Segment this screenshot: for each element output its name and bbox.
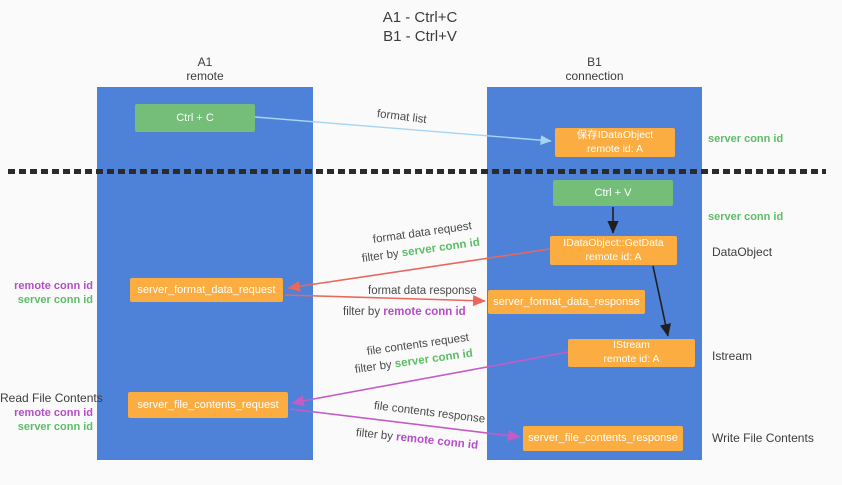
save-dataobject-line2: remote id: A [586,142,644,155]
label-filter-by-remote-1: filter by remote conn id [343,306,466,318]
title-line-1: A1 - Ctrl+C [382,9,458,26]
server-format-data-request-box: server_format_data_request [130,278,283,302]
server-file-contents-response-box: server_file_contents_response [523,426,683,451]
remote-conn-id-text: remote conn id [395,431,479,452]
dataobject-label: DataObject [712,245,773,259]
filter-by-text: filter by [355,427,394,443]
istream-line1: IStream [613,339,650,352]
filter-by-text: filter by [361,247,400,265]
getdata-line2: remote id: A [585,250,642,263]
server-file-contents-request-box: server_file_contents_request [128,392,288,418]
save-dataobject-line1: 保存IDataObject [576,128,654,141]
server-conn-id-left-2: server conn id [17,421,93,433]
column-b1-subtitle: connection [565,69,624,83]
save-dataobject-box: 保存IDataObject remote id: A [555,128,675,157]
remote-conn-id-text: remote conn id [383,306,466,318]
server-conn-id-right-1: server conn id [708,133,784,145]
istream-box: IStream remote id: A [568,339,695,367]
getdata-box: IDataObject::GetData remote id: A [550,236,677,265]
left-conn-id-labels-bottom: Read File Contents remote conn id server… [0,390,103,434]
filter-by-text: filter by [354,358,393,376]
column-header-a1: A1 remote [97,55,313,83]
label-format-list: format list [376,108,428,127]
column-b1-name: B1 [587,55,602,69]
label-filter-by-remote-2: filter by remote conn id [355,427,478,452]
ctrl-v-box: Ctrl + V [553,180,673,206]
remote-conn-id-left-2: remote conn id [14,407,93,419]
write-file-contents-label: Write File Contents [712,431,814,445]
server-format-data-response-box: server_format_data_response [488,290,645,314]
label-file-contents-response: file contents response [373,400,486,426]
column-a1-name: A1 [197,55,213,69]
column-a1-subtitle: remote [186,69,224,83]
read-file-contents-label: Read File Contents [0,391,103,405]
istream-side-label: Istream [712,349,753,363]
ctrl-c-box: Ctrl + C [135,104,255,132]
label-format-data-response: format data response [368,285,477,297]
remote-conn-id-left-1: remote conn id [14,280,93,292]
server-conn-id-left-1: server conn id [17,294,93,306]
diagram-title: A1 - Ctrl+C B1 - Ctrl+V [320,8,520,46]
istream-line2: remote id: A [603,353,660,365]
dotted-separator [8,169,826,174]
filter-by-text: filter by [343,306,381,318]
getdata-line1: IDataObject::GetData [563,236,664,249]
server-conn-id-right-2: server conn id [708,211,784,223]
title-line-2: B1 - Ctrl+V [383,28,457,45]
left-conn-id-labels-top: remote conn id server conn id [0,279,93,307]
column-header-b1: B1 connection [487,55,702,83]
